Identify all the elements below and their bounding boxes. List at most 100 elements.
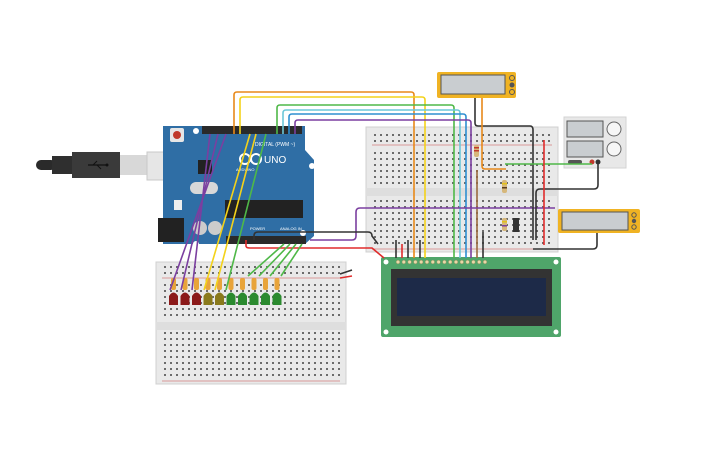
power-label: POWER <box>250 226 265 231</box>
photoresistor-sensor[interactable] <box>513 218 519 232</box>
multimeter-top[interactable] <box>437 72 516 98</box>
led-red[interactable] <box>180 292 190 306</box>
atmega-chip <box>225 200 303 218</box>
led-resistor <box>240 278 245 290</box>
digital-header <box>202 126 302 134</box>
breadboard-main[interactable] <box>365 126 559 253</box>
dc-jack[interactable] <box>158 218 184 242</box>
wire-black <box>253 231 379 245</box>
wire-cyan <box>282 109 461 258</box>
multimeter-display <box>561 211 629 231</box>
multimeter-dial-icon[interactable] <box>509 82 515 88</box>
lcd-pin <box>465 260 470 265</box>
usb-cable[interactable] <box>36 151 174 181</box>
led-green[interactable] <box>249 292 259 306</box>
wire-yellow <box>203 133 251 291</box>
lcd-16x2[interactable] <box>381 257 561 337</box>
regulator <box>174 200 182 210</box>
multimeter-display <box>440 74 506 95</box>
multimeter-dial-icon[interactable] <box>631 218 637 224</box>
mounting-hole <box>553 259 559 265</box>
wire-orange <box>233 91 415 258</box>
multimeter-right[interactable] <box>558 209 640 233</box>
led-red[interactable] <box>192 292 201 306</box>
wire-blue <box>288 113 467 258</box>
wire-black <box>533 233 598 250</box>
wire-purple <box>169 133 227 291</box>
resistor <box>263 278 268 290</box>
mounting-hole <box>309 163 315 169</box>
usb-chip <box>198 160 212 174</box>
usb-cable-sleeve <box>120 155 148 175</box>
lcd-pin <box>454 260 459 265</box>
led-resistor <box>274 278 280 290</box>
lcd-pin <box>483 260 488 265</box>
lcd-pin <box>425 260 430 265</box>
power-rail-bottom <box>162 368 340 380</box>
resistor <box>171 278 176 290</box>
wire-purple <box>191 133 211 291</box>
wire-red <box>339 275 353 279</box>
lcd-pin <box>401 260 406 265</box>
power-supply[interactable] <box>563 116 627 169</box>
usb-plug-tip <box>36 160 56 170</box>
wire-purple <box>294 119 472 258</box>
breadboard-resistor[interactable] <box>502 218 507 231</box>
led-resistor <box>194 278 199 290</box>
led-green[interactable] <box>226 292 236 306</box>
multimeter-dial-icon[interactable] <box>631 224 637 230</box>
lcd-pin <box>448 260 453 265</box>
multimeter-dial-icon[interactable] <box>631 212 637 218</box>
terminal-strip-bottom <box>162 332 340 366</box>
led-resistor <box>217 278 222 290</box>
lcd-pin <box>477 260 482 265</box>
power-switch[interactable] <box>568 160 582 164</box>
power-rail-top <box>162 266 340 278</box>
lcd-pin <box>436 260 441 265</box>
led-resistor <box>263 278 268 290</box>
current-knob[interactable] <box>606 141 622 157</box>
wire-black <box>535 164 599 240</box>
arduino-uno-board[interactable]: DIGITAL (PWM ~) UNO ARDUINO POWER ANALOG… <box>158 126 315 247</box>
power-analog-header <box>226 236 306 244</box>
mounting-hole <box>383 259 389 265</box>
multimeter-dial-icon[interactable] <box>509 75 515 81</box>
wire-yellow <box>214 133 257 291</box>
current-display <box>566 140 604 158</box>
lcd-screen <box>397 278 546 316</box>
led-yellow[interactable] <box>215 292 224 306</box>
breadboard-resistor[interactable] <box>502 180 507 193</box>
usb-icon <box>88 160 109 170</box>
usb-plug-grip <box>52 156 74 174</box>
wire-green <box>276 104 455 258</box>
terminal-strip-bottom <box>372 198 552 234</box>
wire-purple <box>310 207 555 241</box>
breadboard-led[interactable] <box>155 261 347 385</box>
resistor <box>274 278 280 290</box>
power-rail-bottom <box>372 236 552 248</box>
wire-black <box>339 269 353 275</box>
led-green[interactable] <box>261 292 270 306</box>
multimeter-dial-icon[interactable] <box>509 89 515 95</box>
lcd-pin <box>396 260 401 265</box>
voltage-display <box>566 120 604 138</box>
digital-label: DIGITAL (PWM ~) <box>255 142 295 148</box>
resistor <box>251 278 257 290</box>
voltage-knob[interactable] <box>606 121 622 137</box>
terminal-strip-top <box>372 150 552 186</box>
led-yellow[interactable] <box>203 292 213 306</box>
resistor <box>240 278 245 290</box>
negative-terminal[interactable] <box>595 159 601 165</box>
capacitor <box>208 221 222 235</box>
wire-green <box>280 243 303 277</box>
resistor <box>228 278 234 290</box>
resistor <box>217 278 222 290</box>
mounting-hole <box>553 329 559 335</box>
led-red[interactable] <box>169 292 178 306</box>
led-green[interactable] <box>238 292 247 306</box>
breadboard-resistor[interactable] <box>474 145 479 157</box>
led-green[interactable] <box>272 292 282 306</box>
center-channel <box>156 322 346 330</box>
wire-purple <box>180 133 219 291</box>
